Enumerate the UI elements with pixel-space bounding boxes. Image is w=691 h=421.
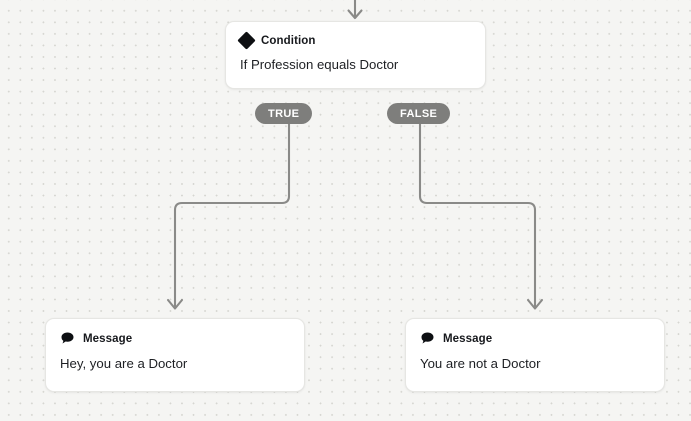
message-node-true[interactable]: Message Hey, you are a Doctor bbox=[45, 318, 305, 392]
incoming-arrowhead bbox=[347, 9, 363, 20]
condition-node-text: If Profession equals Doctor bbox=[240, 57, 399, 72]
message-node-true-header: Message bbox=[46, 319, 304, 346]
true-connector bbox=[173, 122, 291, 308]
speech-bubble-icon bbox=[421, 332, 434, 344]
message-node-false-type-label: Message bbox=[443, 332, 493, 345]
message-node-false-header: Message bbox=[406, 319, 664, 346]
false-connector bbox=[418, 122, 537, 308]
branch-badge-false[interactable]: FALSE bbox=[387, 103, 451, 124]
condition-node-type-label: Condition bbox=[261, 34, 316, 47]
speech-bubble-icon bbox=[61, 332, 74, 344]
false-arrowhead bbox=[526, 298, 544, 310]
message-node-false[interactable]: Message You are not a Doctor bbox=[405, 318, 665, 392]
message-node-false-text: You are not a Doctor bbox=[420, 356, 541, 371]
branch-badge-true[interactable]: TRUE bbox=[255, 103, 313, 124]
message-node-true-text: Hey, you are a Doctor bbox=[60, 356, 188, 371]
condition-node-header: Condition bbox=[226, 22, 485, 50]
message-node-true-type-label: Message bbox=[83, 332, 133, 345]
condition-node[interactable]: Condition If Profession equals Doctor bbox=[225, 21, 486, 89]
true-arrowhead bbox=[166, 298, 184, 310]
